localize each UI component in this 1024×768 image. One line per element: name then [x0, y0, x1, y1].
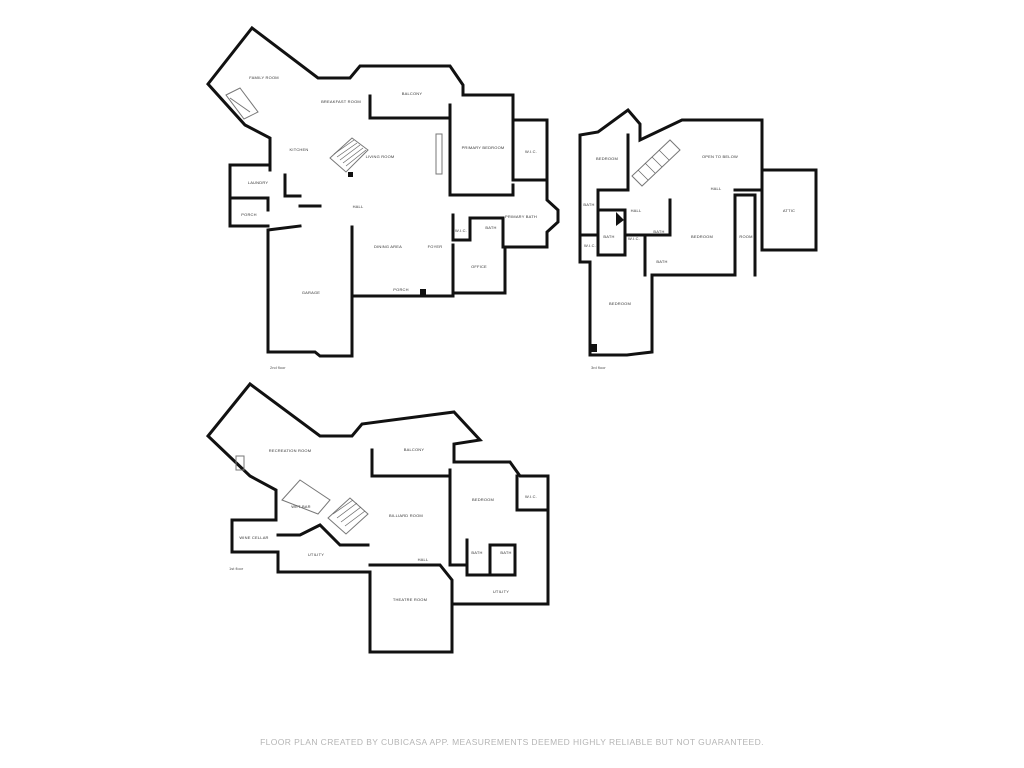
- wall-wine-cellar: [230, 501, 280, 554]
- room-bath-1: BATH: [471, 550, 482, 555]
- room-wet-bar: WET BAR: [291, 504, 311, 509]
- room-theatre-room: THEATRE ROOM: [393, 597, 427, 602]
- room-bedroom-3: BEDROOM: [609, 301, 631, 306]
- wall-outline: [205, 381, 550, 654]
- room-foyer: FOYER: [428, 244, 443, 249]
- wall-room: [733, 193, 757, 277]
- room-balcony: BALCONY: [402, 91, 423, 96]
- column: [420, 289, 426, 295]
- staircase-1st: [327, 497, 369, 535]
- column: [591, 344, 597, 352]
- wall-balcony-inner: [368, 94, 452, 120]
- floor-plan-3rd-floor: BEDROOM OPEN TO BELOW BATH HALL W.I.C. B…: [578, 107, 818, 370]
- room-balcony: BALCONY: [404, 447, 425, 452]
- room-living-room: LIVING ROOM: [366, 154, 395, 159]
- room-breakfast-room: BREAKFAST ROOM: [321, 99, 361, 104]
- room-bedroom-2: BEDROOM: [691, 234, 713, 239]
- floor-label-2nd: 2nd floor: [270, 365, 286, 370]
- wall-attic: [760, 168, 818, 252]
- wall-theatre: [368, 563, 454, 606]
- column: [616, 212, 624, 226]
- wall-outline-bottom: [578, 193, 737, 357]
- floor-label-3rd: 3rd floor: [591, 365, 606, 370]
- wall-outline: [206, 25, 560, 298]
- room-wic-2: W.I.C.: [455, 228, 467, 233]
- column: [348, 172, 353, 177]
- fireplace-family: [225, 87, 259, 120]
- wet-bar-counter: [281, 479, 331, 515]
- wall-laundry: [228, 163, 272, 212]
- room-bath-2: BATH: [603, 234, 614, 239]
- wall-porch-side: [228, 196, 270, 228]
- wall-bedroom-1: [596, 133, 630, 202]
- room-attic: ATTIC: [783, 208, 795, 213]
- room-bath: BATH: [485, 225, 496, 230]
- footer-disclaimer: FLOOR PLAN CREATED BY CUBICASA APP. MEAS…: [260, 737, 764, 747]
- staircase-2nd: [329, 137, 369, 173]
- room-hall-2: HALL: [711, 186, 722, 191]
- room-billiard-room: BILLIARD ROOM: [389, 513, 423, 518]
- room-primary-bedroom: PRIMARY BEDROOM: [462, 145, 505, 150]
- room-wic-2: W.I.C.: [628, 236, 640, 241]
- wall-bedroom-2: [643, 198, 672, 277]
- room-open-to-below: OPEN TO BELOW: [702, 154, 738, 159]
- bar-fixture: [235, 455, 245, 471]
- wall-bath-2: [596, 208, 627, 257]
- room-utility-1: UTILITY: [308, 552, 324, 557]
- wall-wic: [515, 474, 550, 512]
- room-porch-side: PORCH: [241, 212, 256, 217]
- wall-primary-bedroom: [448, 103, 515, 197]
- room-garage: GARAGE: [302, 290, 320, 295]
- wall-bath-block: [451, 213, 505, 249]
- room-porch-front: PORCH: [393, 287, 408, 292]
- fireplace-living: [435, 133, 443, 175]
- room-family-room: FAMILY ROOM: [249, 75, 279, 80]
- room-utility-2: UTILITY: [493, 589, 509, 594]
- room-wic: W.I.C.: [525, 149, 537, 154]
- room-bedroom-1: BEDROOM: [596, 156, 618, 161]
- wall-kitchen: [283, 173, 302, 198]
- room-hall: HALL: [631, 208, 642, 213]
- wall-bath-block: [465, 538, 517, 577]
- wall-utility-1: [276, 523, 370, 547]
- staircase-3rd: [631, 139, 681, 187]
- floor-plan-1st-floor: RECREATION ROOM BALCONY WET BAR BILLIARD…: [205, 381, 550, 654]
- room-bath-3: BATH: [653, 229, 664, 234]
- room-wic-1: W.I.C.: [584, 243, 596, 248]
- wall-wic: [511, 118, 549, 182]
- room-wine-cellar: WINE CELLAR: [239, 535, 268, 540]
- room-wic: W.I.C.: [525, 494, 537, 499]
- room-dining-area: DINING AREA: [374, 244, 402, 249]
- room-room: ROOM: [739, 234, 752, 239]
- floor-label-1st: 1st floor: [229, 566, 244, 571]
- room-hall: HALL: [353, 204, 364, 209]
- wall-outline: [578, 107, 764, 264]
- wall-outline-garage: [266, 224, 354, 358]
- wall-balcony-inner: [370, 448, 452, 478]
- room-hall: HALL: [418, 557, 429, 562]
- room-bath-4: BATH: [656, 259, 667, 264]
- room-kitchen: KITCHEN: [290, 147, 309, 152]
- room-bath-2: BATH: [500, 550, 511, 555]
- room-bedroom: BEDROOM: [472, 497, 494, 502]
- room-office: OFFICE: [471, 264, 487, 269]
- room-recreation-room: RECREATION ROOM: [269, 448, 311, 453]
- room-bath-1: BATH: [583, 202, 594, 207]
- room-primary-bath: PRIMARY BATH: [505, 214, 537, 219]
- wall-bedroom: [448, 468, 469, 567]
- floor-plan-2nd-floor: FAMILY ROOM BREAKFAST ROOM BALCONY KITCH…: [206, 25, 560, 370]
- room-laundry: LAUNDRY: [248, 180, 269, 185]
